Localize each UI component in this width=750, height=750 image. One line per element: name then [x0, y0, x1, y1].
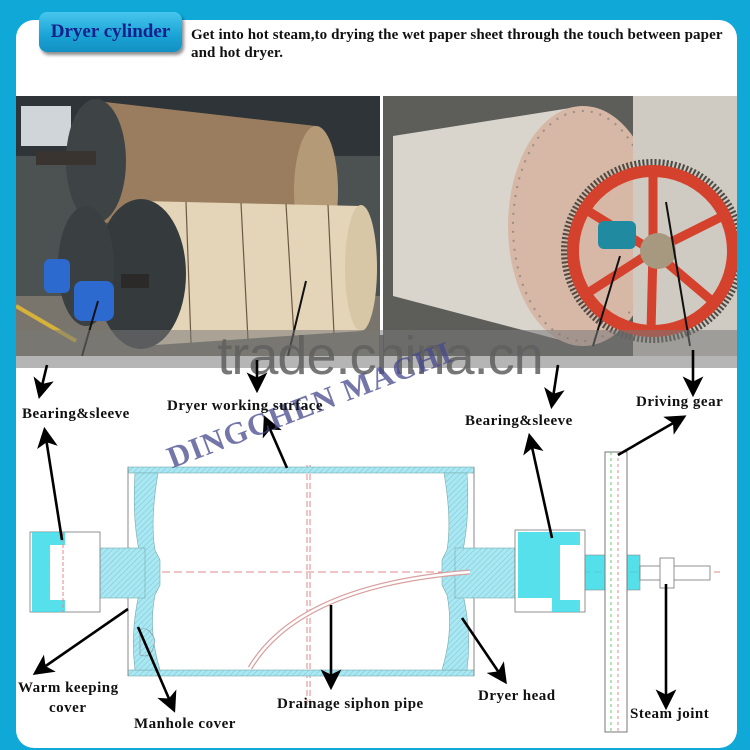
label-driving-gear: Driving gear — [636, 394, 724, 410]
label-bearing-sleeve-left: Bearing&sleeve — [22, 406, 130, 422]
title-badge: Dryer cylinder — [39, 12, 182, 52]
label-manhole-cover: Manhole cover — [134, 716, 236, 732]
label-warm-keeping-cover-line1: Warm keeping — [18, 680, 119, 696]
label-bearing-sleeve-right: Bearing&sleeve — [465, 413, 573, 429]
label-dryer-head: Dryer head — [478, 688, 556, 704]
label-steam-joint: Steam joint — [630, 706, 710, 722]
watermark-band — [16, 330, 737, 368]
photo-driving-gear — [383, 96, 737, 356]
watermark-site: trade.china.cn — [217, 326, 543, 386]
label-drainage-siphon-pipe: Drainage siphon pipe — [277, 696, 424, 712]
photo-dryer-cylinders — [16, 96, 380, 356]
description-text: Get into hot steam,to drying the wet pap… — [191, 27, 723, 61]
label-warm-keeping-cover-line2: cover — [49, 700, 87, 716]
label-dryer-working-surface: Dryer working surface — [167, 398, 324, 414]
